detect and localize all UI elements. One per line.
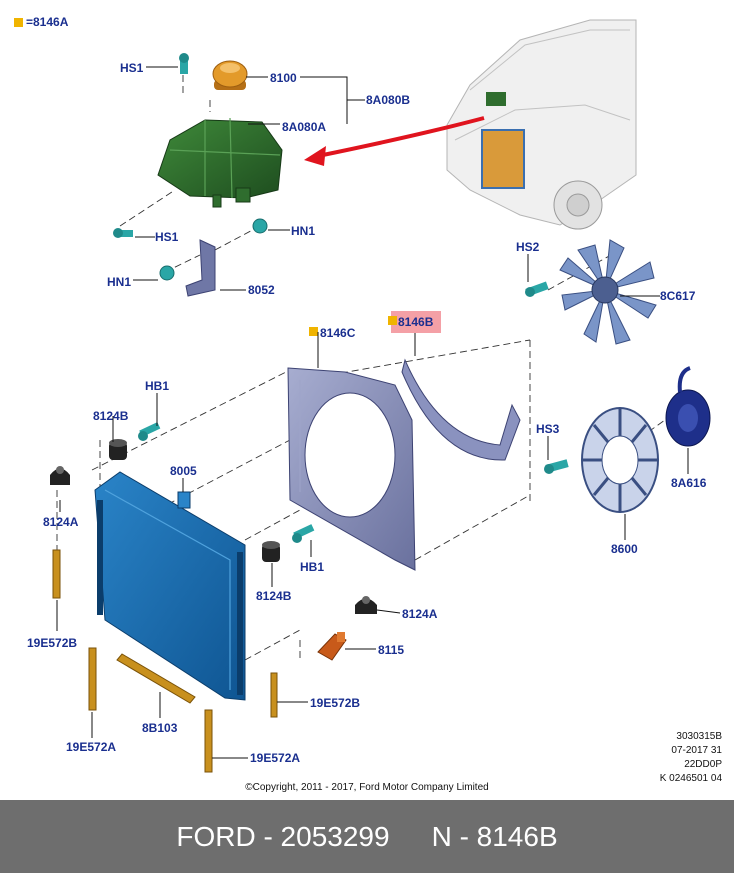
label-8115: 8115 <box>378 643 404 657</box>
fan-blade-8C617 <box>559 239 657 345</box>
mount-8124b-bottom <box>262 541 280 562</box>
part-labels: HS1 8100 8A080B 8A080A HS1 HN1 HN1 8052 … <box>27 61 707 765</box>
label-hn1-right: HN1 <box>291 224 315 238</box>
label-19e572b-left: 19E572B <box>27 636 77 650</box>
label-8124b-top: 8124B <box>93 409 129 423</box>
reservoir-cap-8100 <box>212 60 248 90</box>
seals <box>52 549 278 773</box>
label-8124a-left: 8124A <box>43 515 79 529</box>
seal-19e572a-right <box>204 709 213 773</box>
bolt-hb1-top <box>138 422 161 441</box>
footer-brand-part-number: FORD - 2053299 <box>176 820 390 852</box>
label-8124a-right: 8124A <box>402 607 438 621</box>
footer-bar: FORD - 2053299 N - 8146B <box>0 800 734 873</box>
sensor-8115 <box>317 632 347 661</box>
bolt-hs3 <box>544 459 569 474</box>
label-hn1-left: HN1 <box>107 275 131 289</box>
ref-code-2: 07-2017 31 <box>671 745 722 756</box>
lower-shroud-8146B <box>401 358 521 461</box>
label-8146c: 8146C <box>320 326 356 340</box>
radiator-8005 <box>94 471 246 701</box>
label-hs3: HS3 <box>536 422 560 436</box>
label-hb1-bottom: HB1 <box>300 560 324 574</box>
mount-8124a-right <box>355 596 377 614</box>
leader-lines <box>56 66 689 759</box>
label-8a080a: 8A080A <box>282 120 326 134</box>
ref-code-4: K 0246501 04 <box>659 773 722 784</box>
label-8c617: 8C617 <box>660 289 696 303</box>
copyright-notice: ©Copyright, 2011 - 2017, Ford Motor Comp… <box>245 782 489 793</box>
seal-19e572b-left <box>52 549 61 599</box>
fan-shroud-8146C <box>287 367 416 571</box>
label-highlight-8146B <box>391 311 441 333</box>
label-8005: 8005 <box>170 464 197 478</box>
label-8600: 8600 <box>611 542 638 556</box>
vehicle-locator-illustration <box>446 19 637 230</box>
label-19e572b-right: 19E572B <box>310 696 360 710</box>
bolt-hs1-top <box>179 53 189 74</box>
fan-ring-8600 <box>581 407 659 513</box>
label-8a080b: 8A080B <box>366 93 410 107</box>
seal-8b103 <box>116 653 196 704</box>
parts-diagram: HS1 8100 8A080B 8A080A HS1 HN1 HN1 8052 … <box>27 19 711 773</box>
label-8146b: 8146B <box>398 315 434 329</box>
ref-code-1: 3030315B <box>676 731 722 742</box>
ref-code-3: 22DD0P <box>684 759 722 770</box>
label-8b103: 8B103 <box>142 721 178 735</box>
label-8100: 8100 <box>270 71 297 85</box>
location-arrowhead <box>304 146 326 166</box>
footer-part-name: N - 8146B <box>431 820 558 852</box>
seal-19e572b-right <box>270 672 278 718</box>
location-arrow <box>317 116 485 158</box>
marker-8146b <box>388 316 397 325</box>
label-hs2: HS2 <box>516 240 540 254</box>
nut-hn1-right <box>252 218 268 234</box>
label-hs1-top: HS1 <box>120 61 144 75</box>
label-8a616: 8A616 <box>671 476 707 490</box>
bracket-8052 <box>185 239 216 297</box>
bolt-hs2 <box>525 281 549 297</box>
rubber-mounts <box>50 439 377 614</box>
legend-text: =8146A <box>26 15 69 29</box>
legend: =8146A <box>14 14 68 30</box>
seal-19e572a-left <box>88 647 97 711</box>
bolt-hs1-bottom <box>113 228 133 238</box>
label-hs1-bottom: HS1 <box>155 230 179 244</box>
label-8124b-bottom: 8124B <box>256 589 292 603</box>
mount-8124a-left <box>50 466 70 485</box>
marker-8146c <box>309 327 318 336</box>
mount-8124b-top <box>109 439 127 460</box>
coolant-reservoir-8A080A <box>157 117 283 208</box>
fan-clutch-8A616 <box>665 366 711 447</box>
label-19e572a-left: 19E572A <box>66 740 116 754</box>
label-8052: 8052 <box>248 283 275 297</box>
label-19e572a-right: 19E572A <box>250 751 300 765</box>
nut-hn1-left <box>159 265 175 281</box>
fasteners <box>113 53 569 543</box>
label-hb1-top: HB1 <box>145 379 169 393</box>
legend-swatch <box>14 17 23 27</box>
bolt-hb1-bottom <box>292 524 315 543</box>
